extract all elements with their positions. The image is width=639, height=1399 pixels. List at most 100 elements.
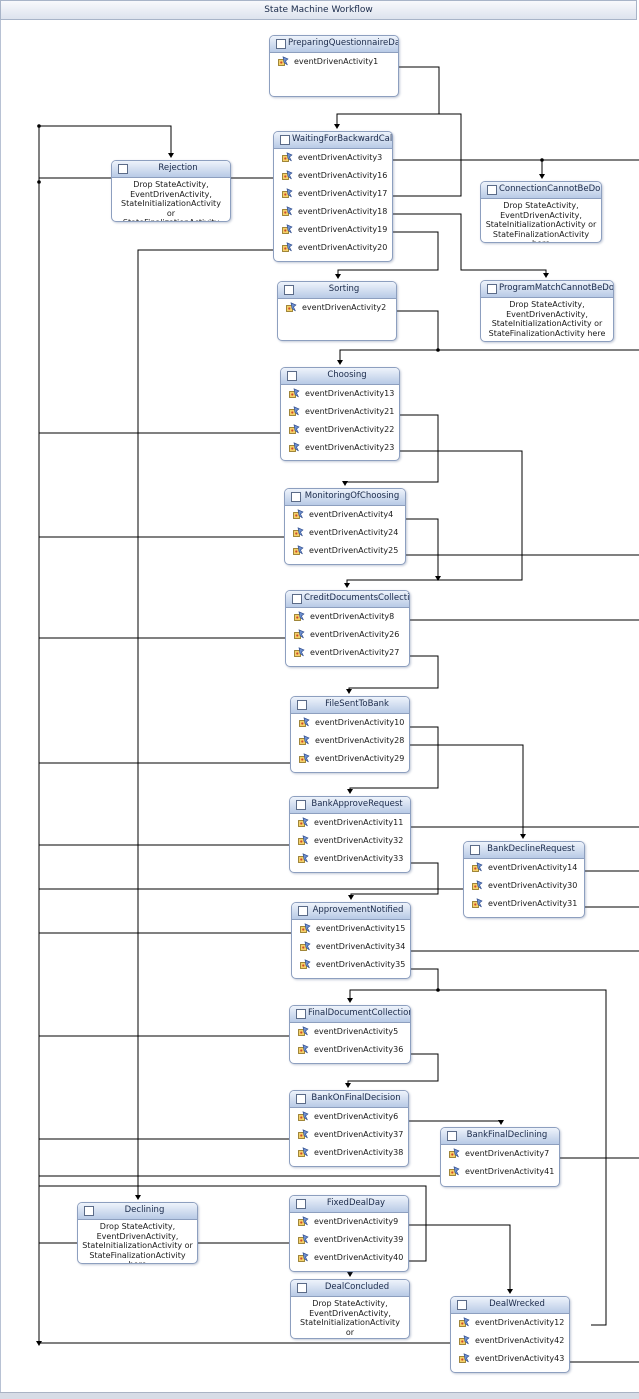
state-header[interactable]: CreditDocumentsCollection [286,591,409,608]
connection-point[interactable] [436,348,440,352]
activity-label: eventDrivenActivity27 [310,648,400,657]
state-name: Rejection [158,163,198,173]
event-driven-activity-icon [282,170,293,181]
event-driven-activity-icon [282,242,293,253]
event-driven-activity-icon [294,611,305,622]
transition-line [391,113,462,197]
event-driven-activity-icon [459,1353,470,1364]
event-driven-activity-icon [289,388,300,399]
connection-point[interactable] [540,158,544,162]
activity-label: eventDrivenActivity11 [314,818,404,827]
event-driven-activity-icon [298,835,309,846]
activity-label: eventDrivenActivity5 [314,1027,399,1036]
event-driven-activity-icon [298,1147,309,1158]
activity-label: eventDrivenActivity3 [298,153,383,162]
state-waitingforbackwardcall[interactable]: WaitingForBackwardCall eventDrivenActivit… [273,131,393,262]
state-header[interactable]: FinalDocumentCollection [290,1006,410,1023]
state-fixeddealday[interactable]: FixedDealDay eventDrivenActivity9 eventDri… [289,1195,409,1272]
activity-label: eventDrivenActivity39 [314,1235,404,1244]
drop-hint: Drop StateActivity,EventDrivenActivity,S… [488,300,606,338]
state-header[interactable]: FixedDealDay [290,1196,408,1213]
arrowhead [520,834,526,839]
state-name: DealConcluded [324,1282,390,1292]
transition-line [405,744,524,838]
activity-label: eventDrivenActivity9 [314,1217,399,1226]
state-header[interactable]: DealConcluded [291,1280,409,1297]
activity-label: eventDrivenActivity6 [314,1112,399,1121]
activity-label: eventDrivenActivity40 [314,1253,404,1262]
state-header[interactable]: WaitingForBackwardCall [274,132,392,149]
state-header[interactable]: PreparingQuestionnaireData [270,36,398,53]
event-driven-activity-icon [298,1216,309,1227]
event-driven-activity-icon [299,717,310,728]
state-name: MonitoringOfChoosing [304,491,400,501]
event-driven-activity-icon [282,188,293,199]
transition-line [399,1120,502,1124]
state-header[interactable]: Declining [78,1203,197,1220]
state-box-icon [298,906,308,916]
event-driven-activity-icon [293,509,304,520]
arrowhead [335,274,341,279]
state-header[interactable]: MonitoringOfChoosing [285,489,405,506]
state-box-icon [470,845,480,855]
state-header[interactable]: BankApproveRequest [290,797,410,814]
state-header[interactable]: Sorting [278,282,396,299]
arrowhead [346,689,352,694]
arrowhead [347,998,353,1003]
arrowhead [539,174,545,179]
activity-label: eventDrivenActivity10 [315,718,405,727]
activity-label: eventDrivenActivity1 [294,57,379,66]
state-box-icon [84,1206,94,1216]
state-box-icon [291,492,301,502]
event-driven-activity-icon [289,406,300,417]
state-name: BankOnFinalDecision [311,1093,401,1103]
state-header[interactable]: BankOnFinalDecision [290,1091,408,1108]
event-driven-activity-icon [298,1111,309,1122]
state-header[interactable]: ProgramMatchCannotBeDone [481,281,613,298]
workflow-canvas[interactable]: PreparingQuestionnaireData eventDrivenAct… [0,20,639,1398]
activity-label: eventDrivenActivity16 [298,171,388,180]
horizontal-scrollbar[interactable] [0,1392,639,1399]
state-header[interactable]: Rejection [112,161,230,178]
state-creditdocumentscollection[interactable]: CreditDocumentsCollection eventDrivenActi… [285,590,410,667]
connection-point[interactable] [436,988,440,992]
state-header[interactable]: FileSentToBank [291,697,409,714]
event-driven-activity-icon [300,923,311,934]
event-driven-activity-icon [298,1252,309,1263]
state-header[interactable]: BankDeclineRequest [464,842,584,859]
state-header[interactable]: BankFinalDeclining [441,1128,559,1145]
connection-point[interactable] [37,124,41,128]
event-driven-activity-icon [300,941,311,952]
event-driven-activity-icon [294,647,305,658]
state-header[interactable]: DealWrecked [451,1297,569,1314]
state-finaldocumentcollection[interactable]: FinalDocumentCollection eventDrivenActivi… [289,1005,411,1064]
event-driven-activity-icon [282,224,293,235]
drop-hint: Drop StateActivity,EventDrivenActivity,S… [82,1222,193,1263]
state-name: FinalDocumentCollection [308,1008,411,1018]
state-header[interactable]: Choosing [281,368,399,385]
state-preparingquestionnairedata[interactable]: PreparingQuestionnaireData eventDrivenAct… [269,35,399,97]
activity-label: eventDrivenActivity26 [310,630,400,639]
arrowhead [347,1272,353,1277]
state-header[interactable]: ApprovementNotified [292,903,410,920]
state-header[interactable]: ConnectionCannotBeDone [481,182,601,199]
activity-label: eventDrivenActivity19 [298,225,388,234]
arrowhead [334,124,340,129]
activity-label: eventDrivenActivity20 [298,243,388,252]
